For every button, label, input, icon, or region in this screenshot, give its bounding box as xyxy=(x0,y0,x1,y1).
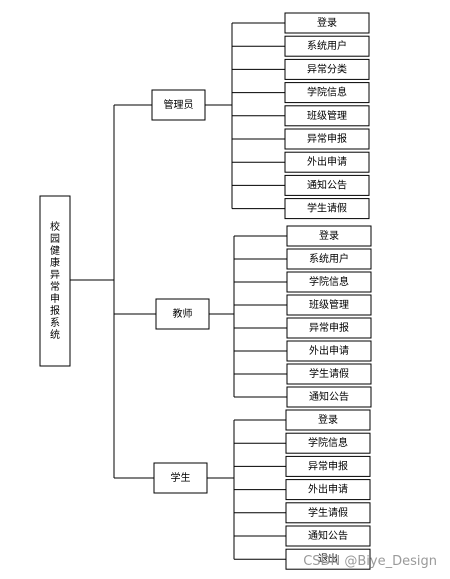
function-item-box xyxy=(285,525,371,547)
function-item-box xyxy=(286,225,372,247)
function-item-box xyxy=(284,151,370,173)
function-item-label: 学院信息 xyxy=(307,86,347,99)
function-item-label: 登录 xyxy=(317,16,337,29)
function-item-box xyxy=(285,409,371,431)
root-label-char: 常 xyxy=(50,280,60,293)
function-item-box xyxy=(286,271,372,293)
function-item-box xyxy=(286,340,372,362)
function-item-label: 学生请假 xyxy=(309,367,349,380)
root-label-char: 统 xyxy=(50,328,60,341)
function-item-label: 通知公告 xyxy=(307,178,347,191)
watermark: CSDN @Biye_Design xyxy=(303,554,437,569)
function-item-label: 通知公告 xyxy=(309,390,349,403)
function-item-box xyxy=(285,479,371,501)
function-item-box xyxy=(284,82,370,104)
function-item-label: 班级管理 xyxy=(309,298,349,311)
function-item-label: 外出申请 xyxy=(308,483,348,496)
root-label-char: 申 xyxy=(50,292,60,305)
function-item-label: 登录 xyxy=(318,413,338,426)
function-item-box xyxy=(284,174,370,196)
root-label-char: 康 xyxy=(50,256,60,269)
root-label-char: 园 xyxy=(50,233,60,245)
function-item-label: 异常申报 xyxy=(308,459,348,472)
function-item-label: 登录 xyxy=(319,229,339,242)
function-item-label: 异常申报 xyxy=(309,321,349,334)
function-item-label: 异常分类 xyxy=(307,62,347,75)
function-item-box xyxy=(286,248,372,270)
function-item-box xyxy=(284,198,370,220)
root-box xyxy=(39,195,71,367)
function-item-box xyxy=(284,12,370,34)
role-label: 学生 xyxy=(171,471,191,484)
function-item-label: 外出申请 xyxy=(309,344,349,357)
function-item-label: 外出申请 xyxy=(307,155,347,168)
function-item-box xyxy=(285,502,371,524)
root-label-char: 报 xyxy=(50,304,60,317)
function-item-box xyxy=(286,363,372,385)
function-item-label: 系统用户 xyxy=(307,39,347,52)
root-label-char: 异 xyxy=(50,269,60,281)
function-item-box xyxy=(285,432,371,454)
function-item-box xyxy=(284,105,370,127)
function-item-label: 学院信息 xyxy=(309,275,349,288)
function-item-box xyxy=(285,548,371,570)
function-item-label: 退出 xyxy=(318,552,338,565)
function-item-label: 学院信息 xyxy=(308,436,348,449)
root-label-char: 健 xyxy=(50,245,60,257)
function-item-label: 学生请假 xyxy=(307,202,347,215)
root-label-char: 系 xyxy=(50,317,60,329)
function-item-box xyxy=(284,35,370,57)
function-item-label: 系统用户 xyxy=(309,252,349,265)
role-label: 教师 xyxy=(173,307,193,320)
function-item-label: 异常申报 xyxy=(307,132,347,145)
function-item-box xyxy=(286,294,372,316)
function-item-box xyxy=(286,386,372,408)
root-label-char: 校 xyxy=(50,220,60,233)
function-item-label: 班级管理 xyxy=(307,109,347,122)
role-box xyxy=(151,89,206,121)
role-box xyxy=(155,298,210,330)
function-item-box xyxy=(286,317,372,339)
function-item-box xyxy=(284,58,370,80)
function-item-label: 学生请假 xyxy=(308,506,348,519)
function-item-box xyxy=(284,128,370,150)
function-item-box xyxy=(285,455,371,477)
function-item-label: 通知公告 xyxy=(308,529,348,542)
role-label: 管理员 xyxy=(164,98,194,111)
